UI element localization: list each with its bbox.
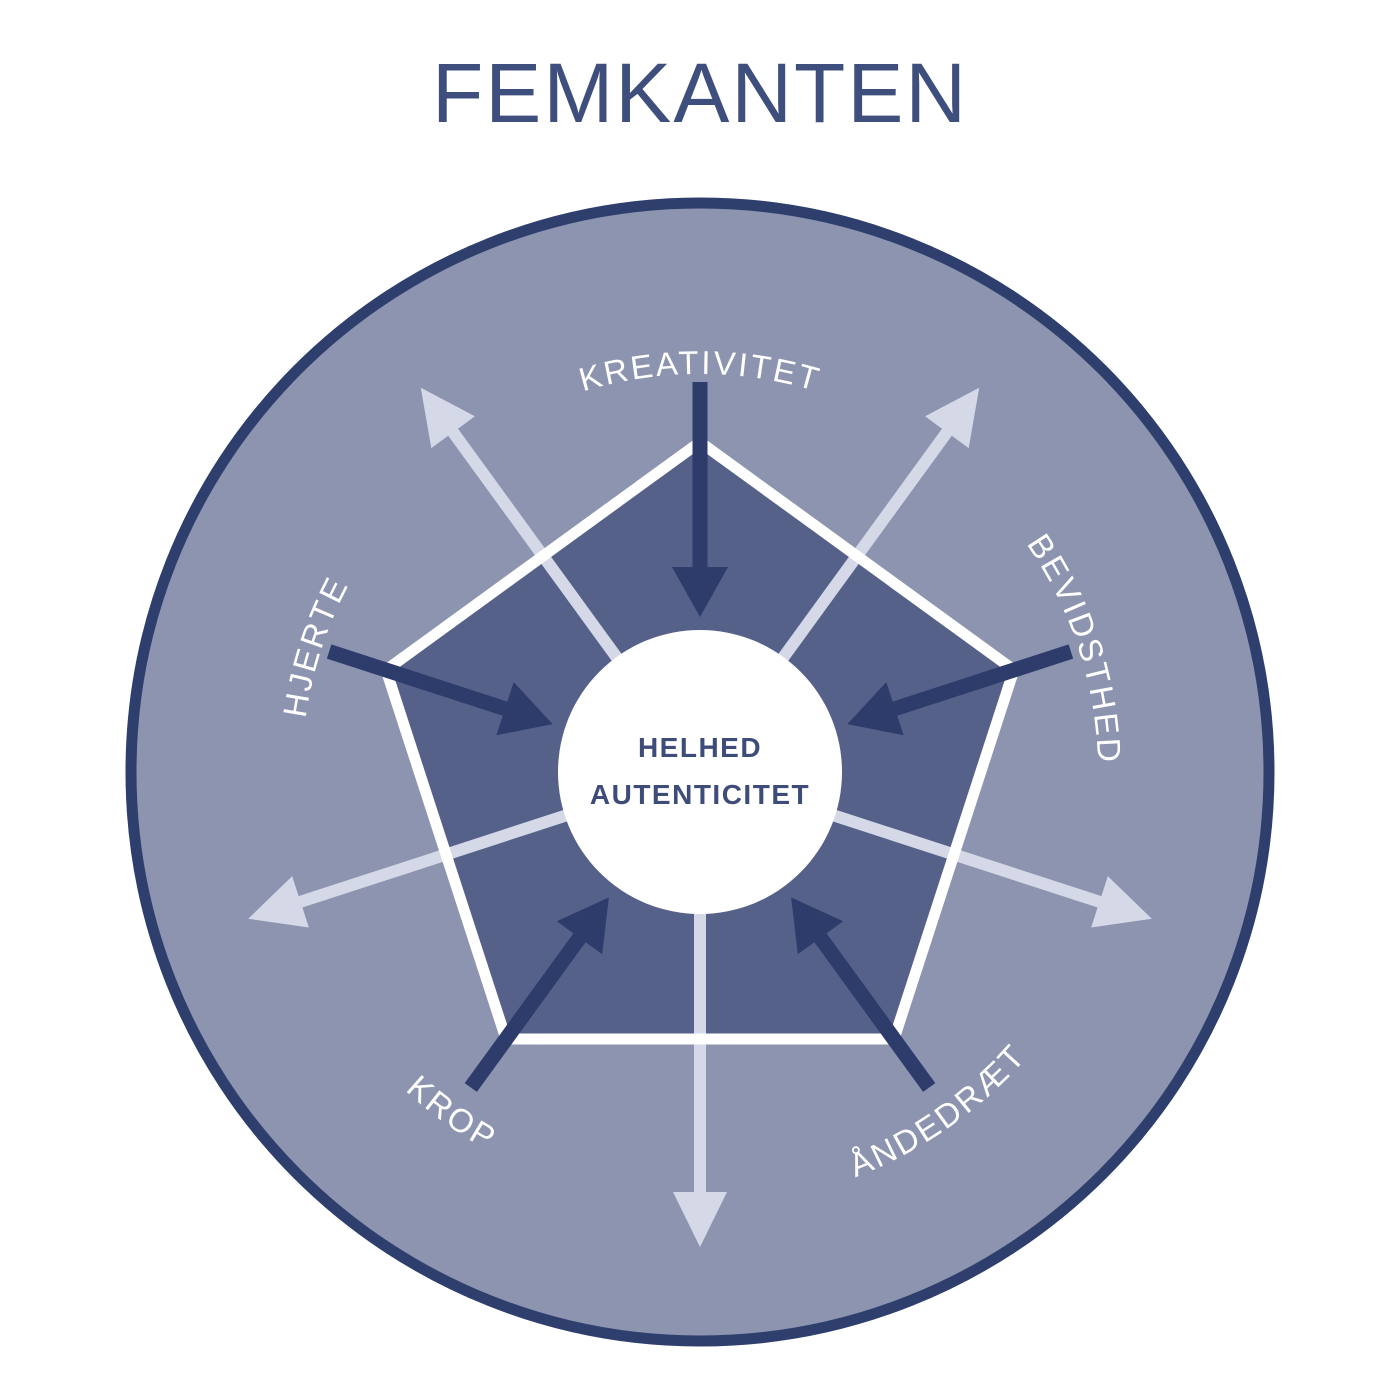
center-text: HELHED AUTENTICITET [590,732,810,810]
center-circle [558,630,842,914]
center-label-line2: AUTENTICITET [590,779,810,810]
pentagon-outline [379,435,1021,1045]
inward-arrow-aandedraet [791,897,936,1092]
inward-arrow-hjerte [326,644,553,736]
inward-arrow-kreativitet [672,382,728,617]
inward-arrow-krop [464,897,609,1092]
inward-arrows [326,382,1074,1092]
center-label-line1: HELHED [638,732,762,763]
page-title: FEMKANTEN [432,46,968,140]
inward-arrow-bevidsthed [847,644,1074,736]
